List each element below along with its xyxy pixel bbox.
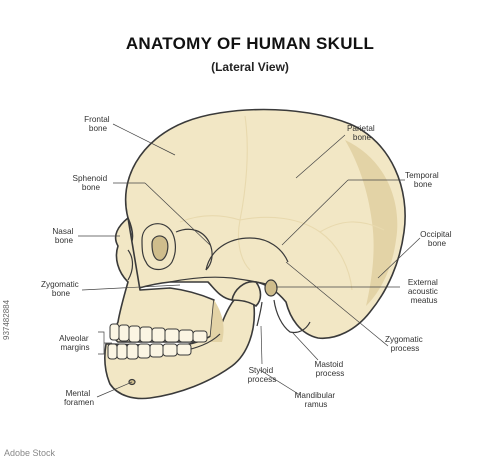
condyle (231, 280, 262, 307)
label-mental-foramen: Mental foramen (64, 389, 94, 407)
label-temporal-bone: Temporal bone (405, 171, 441, 189)
upper-teeth (109, 323, 208, 343)
label-frontal-bone: Frontal bone (84, 115, 112, 133)
leader-lines (78, 123, 421, 398)
label-mandibular-ramus: Mandibular ramus (295, 391, 338, 409)
label-parietal-bone: Parietal bone (347, 124, 377, 142)
label-zygomatic-process: Zygomatic process (385, 335, 425, 353)
skull-illustration (104, 108, 406, 400)
label-occipital-bone: Occipital bone (420, 230, 454, 248)
labels-right: Parietal bone Temporal bone Occipital bo… (248, 124, 454, 409)
face-outline (113, 217, 215, 343)
stock-brand: Adobe Stock (4, 448, 56, 458)
label-alveolar-margins: Alveolar margins (59, 334, 91, 352)
label-external-acoustic-meatus: External acoustic meatus (408, 278, 440, 305)
diagram-title: ANATOMY OF HUMAN SKULL (125, 34, 375, 53)
orbit (141, 223, 176, 271)
stock-id: 937482884 (2, 299, 11, 340)
label-zygomatic-bone: Zygomatic bone (41, 280, 81, 298)
label-mastoid-process: Mastoid process (315, 360, 346, 378)
mastoid (273, 299, 311, 334)
label-styloid-process: Styloid process (248, 366, 277, 384)
label-nasal-bone: Nasal bone (52, 227, 75, 245)
lower-teeth (107, 343, 192, 360)
styloid (256, 301, 263, 327)
label-sphenoid-bone: Sphenoid bone (73, 174, 110, 192)
labels-left: Frontal bone Sphenoid bone Nasal bone Zy… (41, 115, 112, 407)
diagram-subtitle: (Lateral View) (211, 60, 289, 74)
acoustic-meatus (264, 279, 278, 297)
